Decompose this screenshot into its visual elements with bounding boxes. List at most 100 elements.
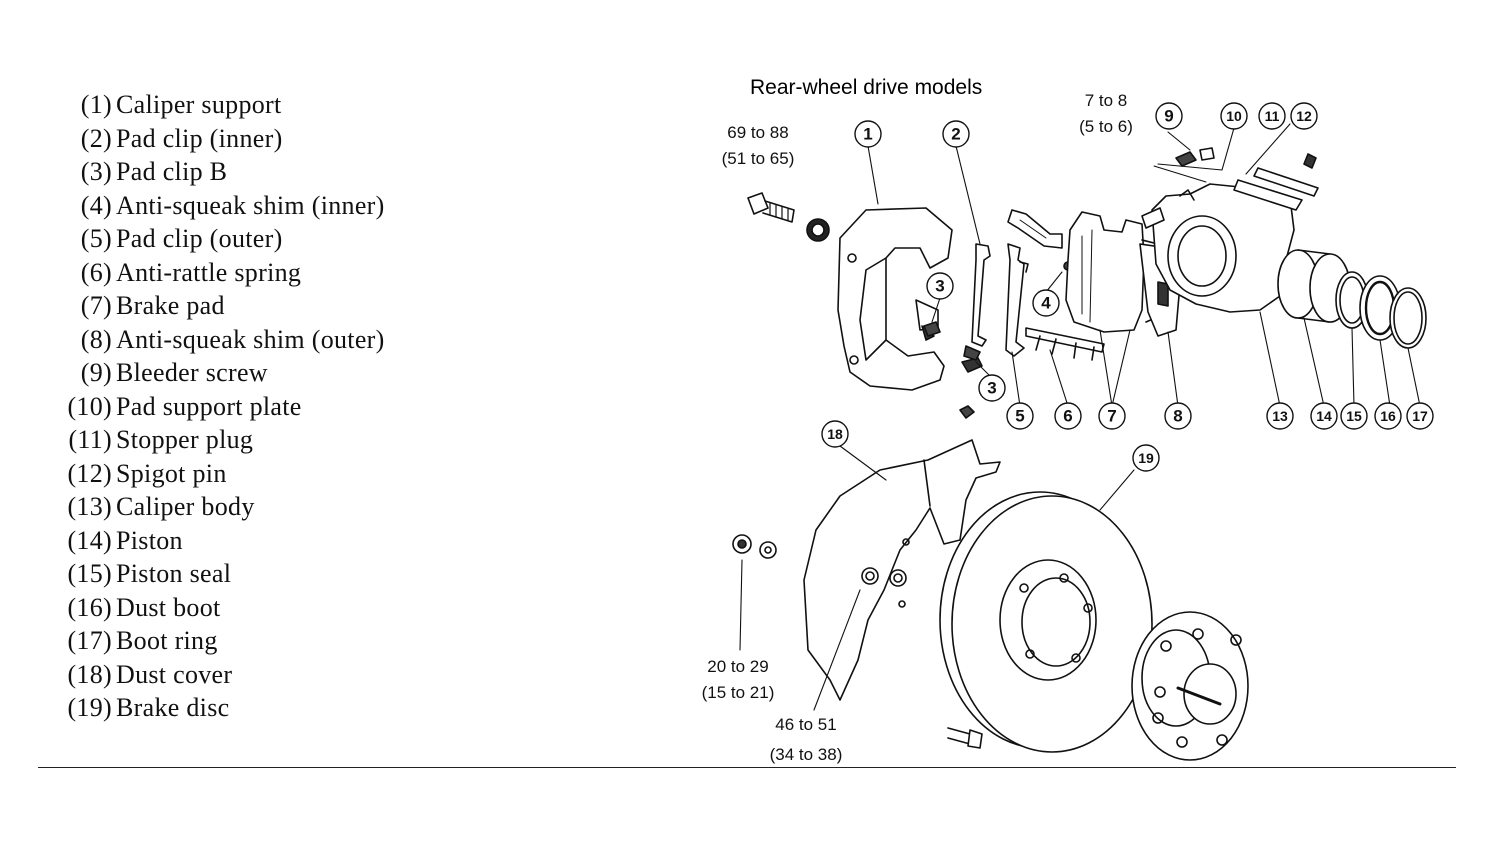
torque-spec: 7 to 8 (1085, 91, 1128, 110)
spigot-pin (1303, 153, 1317, 169)
legend-item: (3)Pad clip B (50, 155, 385, 189)
page-divider (38, 767, 1456, 768)
leader-lines (739, 123, 1421, 711)
legend-label: Piston (116, 525, 183, 555)
callout-11: 11 (1265, 108, 1280, 124)
callout-5: 5 (1015, 407, 1024, 426)
callout-8: 8 (1173, 407, 1182, 426)
legend-label: Caliper support (116, 90, 282, 119)
callout-10: 10 (1226, 108, 1242, 124)
pad-clip-inner (961, 243, 991, 373)
brake-exploded-diagram: Rear-wheel drive models 69 to 88 (51 to … (690, 60, 1470, 780)
callout-7: 7 (1107, 407, 1116, 426)
legend-label: Anti-rattle spring (116, 257, 302, 287)
legend-item: (17)Boot ring (50, 624, 385, 658)
legend-item: (4)Anti-squeak shim (inner) (50, 189, 385, 223)
callout-15: 15 (1346, 408, 1362, 424)
legend-number: (7) (80, 291, 112, 320)
legend-item: (14)Piston (50, 524, 385, 558)
diagram-canvas: Rear-wheel drive models 69 to 88 (51 to … (702, 76, 1434, 764)
legend-number: (6) (80, 257, 112, 287)
legend-number: (14) (67, 525, 112, 555)
legend-label: Pad clip B (116, 157, 228, 186)
legend-label: Stopper plug (116, 425, 254, 454)
legend-label: Spigot pin (116, 458, 227, 488)
legend-item: (9)Bleeder screw (50, 356, 385, 390)
legend-item: (13)Caliper body (50, 490, 385, 524)
legend-item: (11)Stopper plug (50, 423, 385, 457)
washer-nut (806, 218, 830, 242)
legend-number: (16) (67, 592, 112, 622)
legend-number: (11) (68, 425, 112, 454)
legend-label: Brake disc (116, 693, 230, 722)
legend-number: (10) (67, 391, 112, 421)
nut-lower-left (732, 534, 777, 559)
callout-16: 16 (1380, 408, 1396, 424)
legend-number: (5) (80, 224, 112, 253)
legend-item: (6)Anti-rattle spring (50, 256, 385, 290)
brake-disc (939, 491, 1153, 753)
legend-item: (10)Pad support plate (50, 390, 385, 424)
callout-19: 19 (1138, 450, 1154, 466)
torque-spec: 46 to 51 (775, 715, 836, 734)
legend-number: (1) (80, 90, 112, 119)
legend-number: (18) (67, 659, 112, 689)
callout-4: 4 (1041, 294, 1051, 313)
legend-label: Pad clip (outer) (116, 224, 283, 253)
callout-17: 17 (1412, 408, 1428, 424)
dust-cover-bolt (947, 727, 983, 749)
pad-clip-b (923, 321, 981, 361)
callout-1: 1 (863, 125, 872, 144)
legend-number: (15) (67, 559, 112, 588)
torque-specs: 69 to 88 (51 to 65) 7 to 8 (5 to 6) 20 t… (702, 91, 1133, 764)
callout-3-lower: 3 (987, 379, 996, 398)
legend-item: (19)Brake disc (50, 691, 385, 725)
legend-label: Anti-squeak shim (outer) (116, 324, 385, 354)
callout-13: 13 (1272, 408, 1288, 424)
callout-18: 18 (827, 426, 843, 442)
legend-item: (1)Caliper support (50, 88, 385, 122)
diagram-title: Rear-wheel drive models (750, 76, 982, 99)
callout-14: 14 (1316, 408, 1332, 424)
callout-9: 9 (1164, 107, 1173, 126)
boot-ring (1389, 287, 1427, 349)
callout-12: 12 (1296, 108, 1312, 124)
legend-item: (8)Anti-squeak shim (outer) (50, 323, 385, 357)
torque-spec: 20 to 29 (707, 657, 768, 676)
legend-number: (17) (67, 626, 112, 655)
torque-spec: (34 to 38) (770, 745, 843, 764)
legend-label: Anti-squeak shim (inner) (116, 190, 385, 220)
wheel-hub (1131, 611, 1249, 761)
legend-number: (9) (80, 358, 112, 387)
legend-number: (2) (80, 123, 112, 153)
legend-number: (3) (80, 157, 112, 186)
legend-number: (4) (80, 190, 112, 220)
caliper-support (837, 207, 953, 391)
torque-spec: (5 to 6) (1079, 117, 1133, 136)
caliper-bolt (747, 192, 795, 223)
legend-label: Dust boot (116, 592, 221, 622)
caliper-body (1141, 183, 1295, 313)
legend-item: (18)Dust cover (50, 658, 385, 692)
legend-label: Piston seal (116, 559, 232, 588)
legend-label: Bleeder screw (116, 358, 268, 387)
stopper-plug (1253, 167, 1319, 197)
legend-item: (16)Dust boot (50, 591, 385, 625)
callout-6: 6 (1063, 407, 1072, 426)
legend-number: (8) (80, 324, 112, 354)
torque-spec: (51 to 65) (722, 149, 795, 168)
legend-item: (5)Pad clip (outer) (50, 222, 385, 256)
pad-clip-outer (1005, 243, 1029, 357)
legend-item: (2)Pad clip (inner) (50, 122, 385, 156)
torque-spec: 69 to 88 (727, 123, 788, 142)
legend-number: (19) (67, 693, 112, 722)
legend-item: (7)Brake pad (50, 289, 385, 323)
torque-spec: (15 to 21) (702, 683, 775, 702)
legend-label: Caliper body (116, 492, 255, 521)
legend-number: (12) (67, 458, 112, 488)
legend-number: (13) (67, 492, 112, 521)
callout-3-upper: 3 (935, 277, 944, 296)
nut-top (959, 405, 975, 419)
bleeder-screw (1153, 147, 1215, 183)
legend-label: Pad clip (inner) (116, 123, 283, 153)
